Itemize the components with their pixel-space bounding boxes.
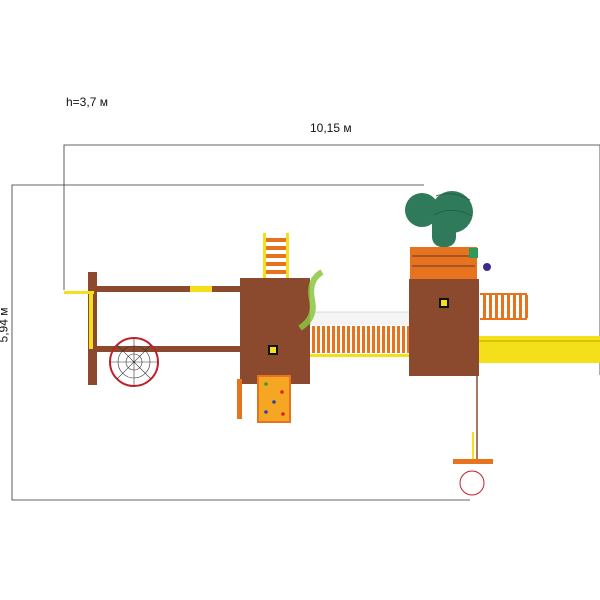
bridge-slat [392,326,395,353]
ladder-rung [483,295,486,318]
bridge-slat [332,326,335,353]
ladder-rung [525,295,528,318]
top-ladder [263,233,289,279]
side-ladder [480,293,528,320]
right-tower-deck [409,279,479,376]
ladder-rung [495,295,498,318]
ladder-rung [513,295,516,318]
bridge-slat [402,326,405,353]
bridge-slat [377,326,380,353]
bridge-slat [327,326,330,353]
bridge-slat [407,326,410,353]
ladder-rung [489,295,492,318]
nest-swing [109,337,159,387]
width-label: 10,15 м [310,121,352,135]
bridge-slat [372,326,375,353]
bridge-slat [357,326,360,353]
width-dimension-line [63,144,600,375]
brand-logo [298,269,324,331]
ladder-rung [501,295,504,318]
bridge [309,311,411,357]
left-tower-window [268,345,278,355]
left-tower-deck [240,278,310,384]
bridge-slat [322,326,325,353]
bridge-slat [347,326,350,353]
steering-wheel [483,263,491,271]
bridge-slat [387,326,390,353]
bridge-slat [397,326,400,353]
bridge-slat [317,326,320,353]
bridge-slat [342,326,345,353]
bridge-slat [312,326,315,353]
dimension-lines [11,144,600,501]
ladder-rung [507,295,510,318]
swing-frame [64,272,241,385]
bridge-slat [362,326,365,353]
tube-slide [405,191,473,247]
bridge-slat [367,326,370,353]
bridge-slat [352,326,355,353]
right-tower-window [439,298,449,308]
bridge-slat [337,326,340,353]
right-tower-roof [410,247,477,279]
climbing-wall [237,375,291,423]
depth-label: 5,94 м [0,308,11,343]
ladder-rung [519,295,522,318]
bridge-slat [382,326,385,353]
depth-dimension-line [11,184,470,501]
height-label: h=3,7 м [66,95,108,109]
rope-and-ring [453,376,493,496]
